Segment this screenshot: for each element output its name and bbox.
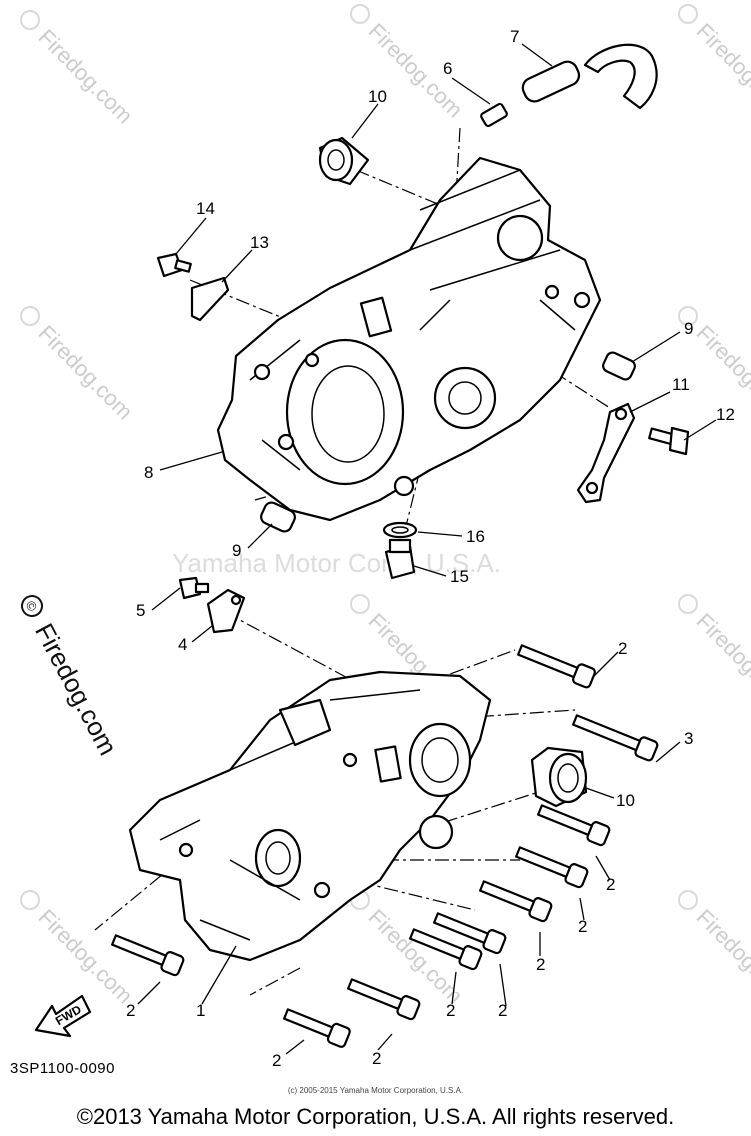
callout-2-i: 2	[272, 1051, 281, 1070]
callout-1: 1	[196, 1001, 205, 1020]
callout-9-left: 9	[232, 541, 241, 560]
part-9-dowel-right	[602, 351, 636, 381]
callout-2-e: 2	[498, 1001, 507, 1020]
bolt-2d	[479, 880, 553, 923]
part-10-bearing-bottom	[530, 746, 588, 808]
callout-2-b: 2	[606, 875, 615, 894]
watermark-mid-left: Firedog.com	[20, 306, 138, 424]
callout-3: 3	[684, 729, 693, 748]
callout-14: 14	[196, 199, 215, 218]
watermark-yamaha: Yamaha Motor Corp., U.S.A.	[172, 548, 501, 578]
copyright-footer: ©2013 Yamaha Motor Corporation, U.S.A. A…	[76, 1104, 675, 1129]
bolt-3	[572, 714, 659, 762]
part-5-bolt	[178, 576, 210, 600]
callout-9-right: 9	[684, 319, 693, 338]
callout-2-f: 2	[446, 1001, 455, 1020]
bolt-2a	[517, 644, 596, 689]
fwd-arrow-icon: FWD	[34, 994, 92, 1038]
callout-2-c: 2	[578, 917, 587, 936]
bolt-2f	[409, 928, 483, 971]
small-copyright: (c) 2005-2015 Yamaha Motor Corporation, …	[287, 1086, 464, 1095]
part-8-left-crankcase	[216, 156, 602, 522]
callout-2-h: 2	[372, 1049, 381, 1068]
part-12-bolt	[648, 426, 690, 456]
part-1-crankcase-assembly	[128, 670, 492, 962]
callout-16: 16	[466, 527, 485, 546]
svg-text:Firedog.com: Firedog.com	[692, 18, 751, 122]
callout-4: 4	[178, 635, 187, 654]
callout-10-top: 10	[368, 87, 387, 106]
part-13-plate	[190, 276, 230, 322]
part-4-holder	[206, 588, 246, 634]
callout-2-d: 2	[536, 955, 545, 974]
svg-text:Firedog.com: Firedog.com	[34, 320, 138, 424]
bolt-2e	[433, 912, 507, 955]
callout-6: 6	[443, 59, 452, 78]
bolt-2h	[347, 978, 421, 1021]
leader-lines	[137, 43, 717, 1055]
bolt-2i	[283, 1008, 351, 1048]
bolt-2b	[537, 804, 611, 847]
callout-13: 13	[250, 233, 269, 252]
watermark-top-left: Firedog.com	[20, 9, 138, 128]
callout-12: 12	[716, 405, 735, 424]
callout-7: 7	[510, 27, 519, 46]
part-6-nipple	[480, 102, 508, 128]
svg-text:Firedog.com: Firedog.com	[34, 904, 138, 1008]
watermark-low-right: Firedog.com	[678, 594, 751, 712]
part-10-bearing-top	[318, 136, 370, 186]
bolt-2c	[515, 846, 589, 889]
bolt-2g	[111, 934, 185, 977]
callout-2-a: 2	[618, 639, 627, 658]
callout-labels: 7 6 10 14 13 9 11 12 8 9 16 15 5 4 2 3 1…	[126, 27, 735, 1070]
callout-8: 8	[144, 463, 153, 482]
svg-text:Firedog.com: Firedog.com	[29, 618, 123, 760]
part-15-drain-plug	[384, 538, 416, 580]
watermark-large-left: © Firedog.com	[21, 595, 123, 760]
part-7-hose	[521, 43, 658, 110]
diagram-part-code: 3SP1100-0090	[10, 1060, 115, 1077]
part-2-bolts	[111, 644, 659, 1048]
watermark-top-right: Firedog.com	[678, 3, 751, 122]
svg-text:Firedog.com: Firedog.com	[692, 608, 751, 712]
svg-text:Firedog.com: Firedog.com	[692, 904, 751, 1008]
svg-text:Firedog.com: Firedog.com	[34, 24, 138, 128]
part-11-guide	[576, 402, 636, 504]
part-9-dowel-left	[260, 501, 296, 533]
callout-11: 11	[672, 375, 690, 394]
callout-5: 5	[136, 601, 145, 620]
callout-10-bottom: 10	[616, 791, 635, 810]
watermark-bottom-right: Firedog.com	[678, 890, 751, 1008]
callout-15: 15	[450, 567, 469, 586]
callout-2-g: 2	[126, 1001, 135, 1020]
part-14-bolt	[156, 252, 192, 278]
part-16-gasket	[382, 521, 418, 539]
svg-text:©: ©	[23, 598, 41, 614]
